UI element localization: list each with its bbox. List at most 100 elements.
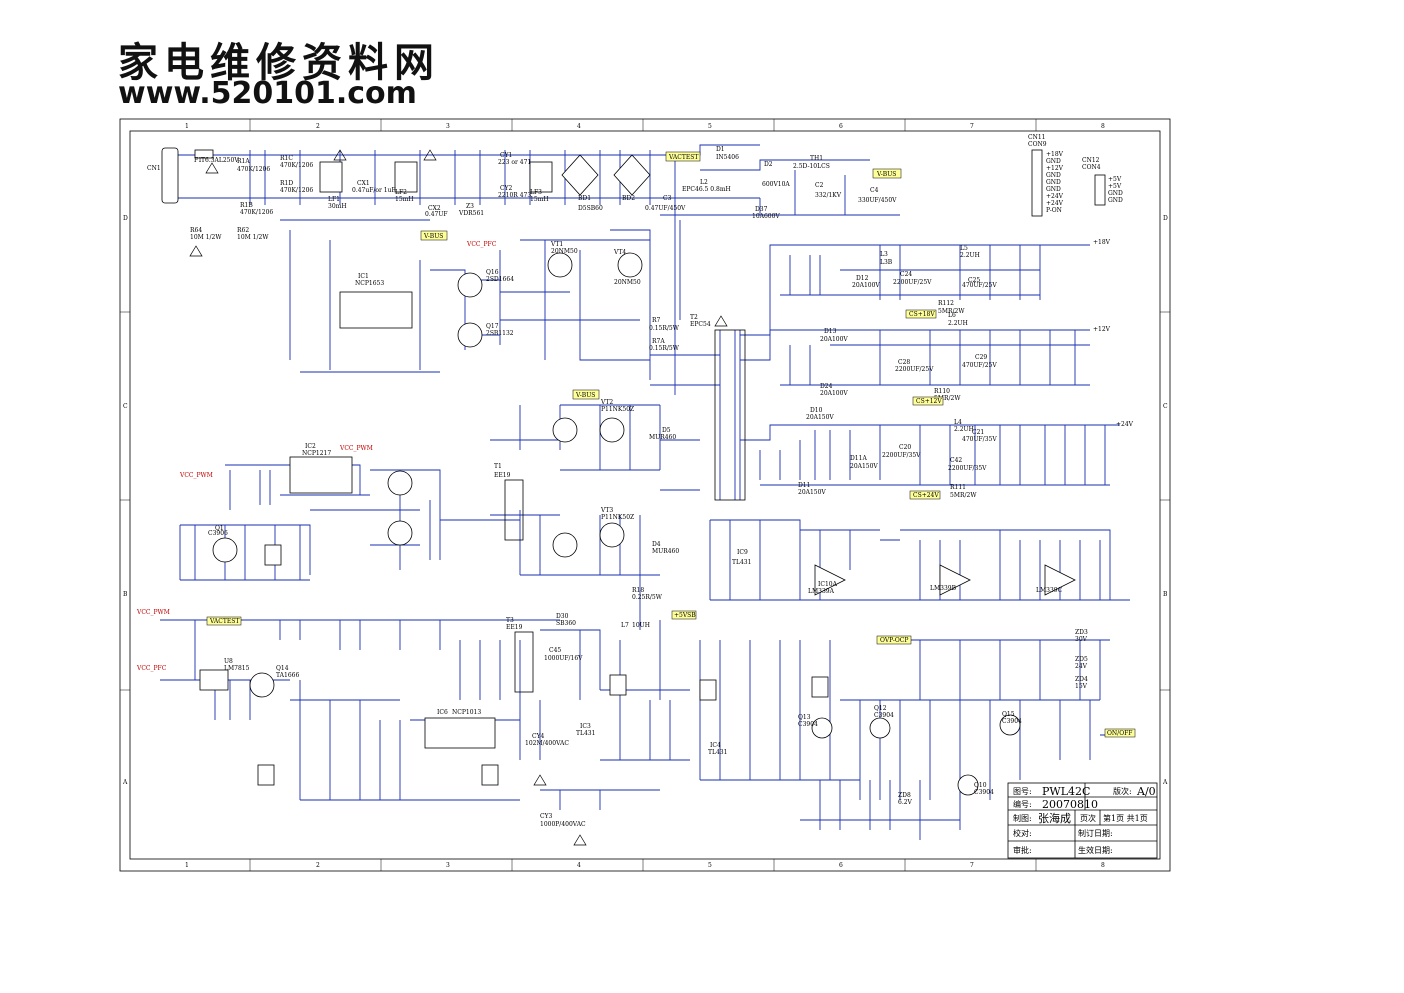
net-flag-5vsb <box>671 610 697 620</box>
value-label: 24V <box>1075 663 1088 670</box>
row-label: D <box>123 215 128 222</box>
value-label: 223 or 471 <box>498 159 531 166</box>
value-label: 20NM50 <box>551 248 578 255</box>
value-label: 470UF/25V <box>962 362 997 369</box>
col-label: 1 <box>185 123 189 130</box>
transistor-q14 <box>249 672 275 698</box>
ref-label: D24 <box>820 383 833 390</box>
net-label-plus12: +12V <box>1093 326 1111 333</box>
tb-drawn-label: 制图: <box>1013 813 1032 823</box>
net-label-vcc-pwm: VCC_PWM <box>339 445 373 452</box>
value-label: 2SD1664 <box>486 276 514 283</box>
warning-icon <box>714 315 728 327</box>
value-label: 102M/400VAC <box>525 740 569 747</box>
value-label: MUR460 <box>649 434 676 441</box>
connector-pin: P-ON <box>1046 207 1062 214</box>
value-label: 5MR/2W <box>938 308 965 315</box>
bridge-bd1 <box>561 154 599 196</box>
drawing-border <box>129 130 1161 860</box>
net-flag-cs18 <box>905 309 937 319</box>
row-label: B <box>123 591 128 598</box>
value-label: P11NK50Z <box>601 514 634 521</box>
value-label: EE19 <box>506 624 523 631</box>
net-label-cs24: CS+24V <box>913 492 939 499</box>
value-label: 600V10A <box>762 181 790 188</box>
connector-pin: +18V <box>1046 151 1064 158</box>
ref-label: TH1 <box>810 155 823 162</box>
transistor-q4 <box>387 470 413 496</box>
net-label-ovp: OVP-OCP <box>880 637 908 644</box>
tb-model-label: 图号: <box>1013 787 1032 796</box>
value-label: 2210R 473 <box>498 192 531 199</box>
ref-label: CY2 <box>500 185 513 192</box>
ref-label: VT4 <box>613 249 626 256</box>
optocoupler-ic5b <box>257 764 275 786</box>
ref-label: Q17 <box>486 323 499 330</box>
ref-label: C45 <box>549 647 561 654</box>
value-label: 470K/1206 <box>280 162 313 169</box>
net-label-vcc-pwm-left: VCC_PWM <box>179 472 213 479</box>
choke-lf3 <box>529 161 553 193</box>
value-label: LM339C <box>1036 587 1063 594</box>
net-label-cs12: CS+12V <box>916 398 942 405</box>
mosfet-vt4 <box>617 252 643 278</box>
ref-label: IC6 <box>437 709 448 716</box>
ref-label: IC10A <box>818 581 838 588</box>
ref-label: D37 <box>755 206 768 213</box>
col-label: 2 <box>316 123 320 130</box>
value-label: 470UF/25V <box>962 282 997 289</box>
ref-label: T1 <box>494 463 502 470</box>
connector-pin: +12V <box>1046 165 1064 172</box>
col-label: 5 <box>708 862 712 869</box>
connector-pin: GND <box>1108 190 1123 197</box>
ref-label: R64 <box>190 227 202 234</box>
row-label: A <box>122 779 128 786</box>
value-label: D5SB60 <box>578 205 603 212</box>
ref-label: T2 <box>690 314 698 321</box>
net-label-vbus-pfc: V-BUS <box>423 233 443 240</box>
tb-rev: A/0 <box>1136 785 1156 798</box>
value-label: P11NK50Z <box>601 406 634 413</box>
ac-input-connector <box>161 147 179 204</box>
transistor-q12 <box>869 717 891 739</box>
comparator-ic10c <box>1044 564 1076 596</box>
regulator-lm7815 <box>199 669 229 691</box>
tb-code-label: 编号: <box>1013 799 1032 809</box>
value-label: 15mH <box>530 196 549 203</box>
ic-ncp1217 <box>289 456 353 494</box>
value-label: 0.15R/5W <box>649 345 680 352</box>
watermark-title: 家电维修资料网 <box>118 39 440 86</box>
connector-pin: +24V <box>1046 193 1064 200</box>
warning-icon <box>189 245 203 257</box>
component-labels: CN1 F1 T6.3AL250V R1A 470K/1206 R1B 470K… <box>147 146 1088 828</box>
value-label: 20A150V <box>798 489 826 496</box>
col-label: 1 <box>185 862 189 869</box>
net-label-5vsb: +5VSB <box>674 612 696 619</box>
connector-pin: +5V <box>1108 183 1122 190</box>
ref-label: R62 <box>237 227 249 234</box>
ref-label: F1 <box>194 157 202 164</box>
ref-label: R1D <box>280 180 293 187</box>
ref-label: C25 <box>968 277 980 284</box>
value-label: 2200UF/25V <box>895 366 934 373</box>
ref-label: ZD5 <box>1075 656 1088 663</box>
value-label: 2.2UH <box>954 426 974 433</box>
net-label-cs18: CS+18V <box>909 311 935 318</box>
value-label: TL431 <box>576 730 595 737</box>
value-label: LM339A <box>808 588 835 595</box>
ref-label: BD2 <box>622 195 635 202</box>
transistor-q17 <box>457 322 483 348</box>
col-label: 2 <box>316 862 320 869</box>
value-label: 2200UF/35V <box>882 452 921 459</box>
connector-pin: GND <box>1046 186 1061 193</box>
ref-label: LF3 <box>530 189 542 196</box>
row-label: A <box>1162 779 1168 786</box>
connector-name: CN12 <box>1082 157 1100 164</box>
warning-icon <box>533 774 547 786</box>
transformer-t3 <box>514 631 534 693</box>
ref-label: L3 <box>880 251 888 258</box>
transformer-t2 <box>714 329 746 501</box>
ref-label: Q14 <box>276 665 289 672</box>
ref-label: D10 <box>810 407 823 414</box>
